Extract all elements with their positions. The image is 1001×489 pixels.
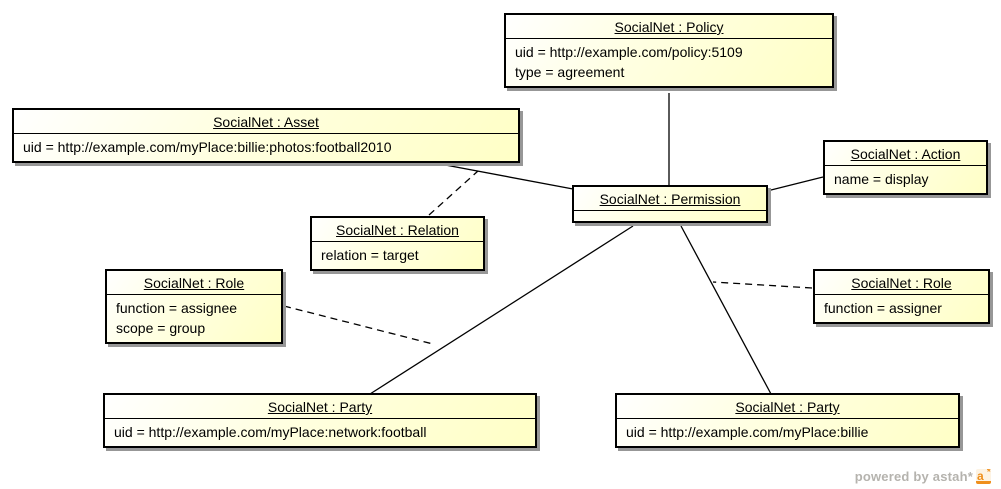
object-title: SocialNet : Permission xyxy=(574,187,766,211)
edge-asset-permission[interactable] xyxy=(439,163,574,190)
uml-object-action[interactable]: SocialNet : Action name = display xyxy=(823,140,988,195)
edge-role_assignee-permission-party_network-link[interactable] xyxy=(283,305,434,345)
uml-object-party-network[interactable]: SocialNet : Party uid = http://example.c… xyxy=(103,393,537,448)
edge-action-permission[interactable] xyxy=(766,176,824,192)
watermark-text: powered by astah* xyxy=(854,469,973,484)
object-attributes: uid = http://example.com/myPlace:billie:… xyxy=(14,134,518,161)
object-title: SocialNet : Relation xyxy=(312,218,483,242)
attribute-relation: relation = target xyxy=(321,247,419,263)
object-attributes: uid = http://example.com/policy:5109 typ… xyxy=(506,39,832,86)
object-title: SocialNet : Asset xyxy=(14,110,518,134)
object-title: SocialNet : Party xyxy=(105,395,535,419)
object-attributes: function = assigner xyxy=(815,295,988,322)
object-title: SocialNet : Party xyxy=(617,395,958,419)
object-title: SocialNet : Action xyxy=(825,142,986,166)
edge-permission-party_network[interactable] xyxy=(369,225,634,395)
attribute-name: name = display xyxy=(834,171,929,187)
attribute-uid: uid = http://example.com/policy:5109 xyxy=(515,44,743,60)
object-title: SocialNet : Role xyxy=(107,271,281,295)
uml-object-role-assignee[interactable]: SocialNet : Role function = assignee sco… xyxy=(105,269,283,344)
object-attributes: relation = target xyxy=(312,242,483,269)
object-title: SocialNet : Role xyxy=(815,271,988,295)
attribute-uid: uid = http://example.com/myPlace:billie:… xyxy=(23,139,392,155)
watermark: powered by astah* a * xyxy=(855,469,991,484)
attribute-function: function = assignee xyxy=(116,300,238,316)
astah-logo-icon: a * xyxy=(976,469,991,484)
uml-object-asset[interactable]: SocialNet : Asset uid = http://example.c… xyxy=(12,108,520,163)
object-attributes-empty xyxy=(574,211,766,221)
edge-role_assigner-permission-party_billie-link[interactable] xyxy=(712,281,813,289)
object-attributes: uid = http://example.com/myPlace:billie xyxy=(617,419,958,446)
attribute-scope: scope = group xyxy=(116,320,206,336)
object-attributes: uid = http://example.com/myPlace:network… xyxy=(105,419,535,446)
uml-object-permission[interactable]: SocialNet : Permission xyxy=(572,185,768,223)
attribute-function: function = assigner xyxy=(824,300,942,316)
edge-permission-party_billie[interactable] xyxy=(680,225,772,395)
edge-relation-asset-permission-link[interactable] xyxy=(428,170,479,216)
object-attributes: function = assignee scope = group xyxy=(107,295,281,342)
uml-object-relation[interactable]: SocialNet : Relation relation = target xyxy=(310,216,485,271)
uml-object-role-assigner[interactable]: SocialNet : Role function = assigner xyxy=(813,269,990,324)
attribute-type: type = agreement xyxy=(515,64,625,80)
attribute-uid: uid = http://example.com/myPlace:network… xyxy=(114,424,427,440)
object-attributes: name = display xyxy=(825,166,986,193)
object-title: SocialNet : Policy xyxy=(506,15,832,39)
uml-object-policy[interactable]: SocialNet : Policy uid = http://example.… xyxy=(504,13,834,88)
uml-object-party-billie[interactable]: SocialNet : Party uid = http://example.c… xyxy=(615,393,960,448)
attribute-uid: uid = http://example.com/myPlace:billie xyxy=(626,424,869,440)
